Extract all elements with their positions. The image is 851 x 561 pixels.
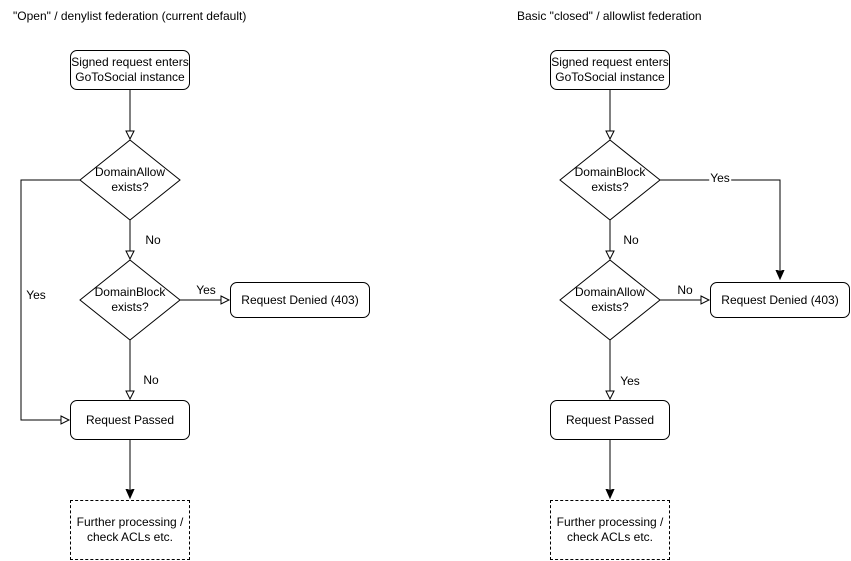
right-decision2-diamond bbox=[559, 259, 661, 341]
left-passed-node: Request Passed bbox=[70, 400, 190, 440]
left-further-line1: Further processing / bbox=[76, 515, 184, 529]
right-diagram-title: Basic "closed" / allowlist federation bbox=[517, 9, 702, 23]
left-start-line2: GoToSocial instance bbox=[75, 70, 185, 84]
edge-right-decision1-yes bbox=[660, 179, 780, 279]
edge-left-decision1-yes bbox=[20, 179, 80, 425]
right-further-line1: Further processing / bbox=[556, 515, 664, 529]
right-denied-node: Request Denied (403) bbox=[710, 282, 850, 318]
right-start-line1: Signed request enters bbox=[551, 55, 669, 69]
left-edge-label-no2: No bbox=[142, 373, 160, 387]
right-decision1-diamond bbox=[559, 139, 661, 221]
right-further-line2: check ACLs etc. bbox=[566, 530, 654, 544]
right-passed-node: Request Passed bbox=[550, 400, 670, 440]
left-edge-label-yes: Yes bbox=[25, 288, 47, 302]
left-diagram-title: "Open" / denylist federation (current de… bbox=[13, 9, 247, 23]
right-edge-label-no2: No bbox=[676, 283, 694, 297]
right-further-node: Further processing / check ACLs etc. bbox=[550, 500, 670, 560]
left-further-node: Further processing / check ACLs etc. bbox=[70, 500, 190, 560]
right-edge-label-yes2: Yes bbox=[619, 374, 641, 388]
left-further-line2: check ACLs etc. bbox=[86, 530, 174, 544]
right-start-node: Signed request enters GoToSocial instanc… bbox=[550, 50, 670, 90]
left-denied-node: Request Denied (403) bbox=[230, 282, 370, 318]
left-edge-label-yes2: Yes bbox=[195, 283, 217, 297]
left-decision1-diamond bbox=[79, 139, 181, 221]
left-edge-label-no1: No bbox=[144, 233, 162, 247]
left-start-line1: Signed request enters bbox=[71, 55, 189, 69]
right-edge-label-no1: No bbox=[622, 233, 640, 247]
right-edge-label-yes1: Yes bbox=[709, 171, 731, 185]
left-decision2-diamond bbox=[79, 259, 181, 341]
left-start-node: Signed request enters GoToSocial instanc… bbox=[70, 50, 190, 90]
right-start-line2: GoToSocial instance bbox=[555, 70, 665, 84]
